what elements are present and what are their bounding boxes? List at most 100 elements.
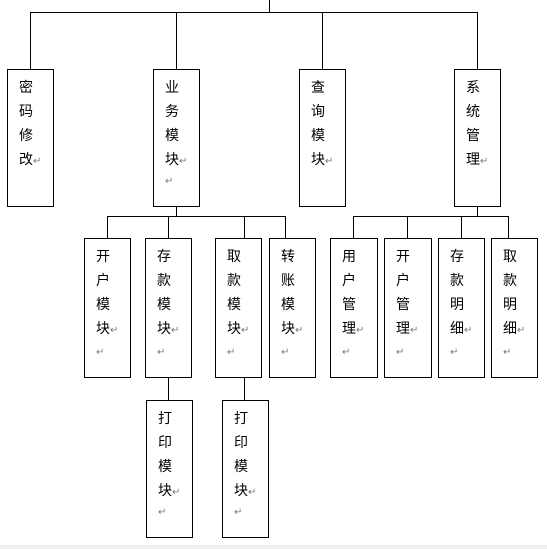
node-open-account-char-1: 开	[96, 249, 110, 265]
node-system-char-4: 理↵	[466, 152, 489, 168]
paragraph-mark: ↵	[179, 156, 188, 167]
paragraph-mark: ↵	[281, 347, 290, 358]
paragraph-mark: ↵	[480, 156, 489, 167]
connector-user-mgmt-drop	[353, 216, 354, 238]
node-print-deposit-char-2: 印	[158, 435, 172, 451]
node-user-mgmt-char-3: 管	[342, 297, 356, 313]
connector-transfer-drop	[285, 216, 286, 238]
node-system: 系 统 管 理↵	[454, 69, 501, 207]
node-query-char-3: 模	[311, 128, 325, 144]
node-system-char-1: 系	[466, 80, 480, 96]
node-print-withdraw: 打 印 模 块↵ ↵	[222, 400, 269, 538]
connector-root-bar	[30, 12, 478, 13]
node-withdraw-detail-char-3: 明	[503, 297, 517, 313]
node-print-withdraw-char-1: 打	[234, 411, 248, 427]
node-withdraw-detail-char-2: 款	[503, 273, 517, 289]
connector-withdraw-drop	[244, 216, 245, 238]
connector-system-bar	[353, 216, 508, 217]
connector-print-deposit-drop	[168, 377, 169, 400]
paragraph-mark: ↵	[33, 156, 42, 167]
node-password-char-3: 修	[19, 128, 33, 144]
node-user-mgmt-char-4: 理↵	[342, 321, 365, 337]
connector-root-stem	[269, 0, 270, 12]
node-system-char-2: 统	[466, 104, 480, 120]
connector-deposit-drop	[168, 216, 169, 238]
node-deposit-detail-char-1: 存	[450, 249, 464, 265]
node-transfer-char-2: 账	[281, 273, 295, 289]
node-deposit-char-1: 存	[157, 249, 171, 265]
node-print-withdraw-char-4: 块↵	[234, 483, 257, 499]
node-withdraw-char-2: 款	[227, 273, 241, 289]
paragraph-mark: ↵	[110, 325, 119, 336]
node-query: 查 询 模 块↵	[299, 69, 346, 207]
paragraph-mark: ↵	[410, 325, 419, 336]
node-query-char-2: 询	[311, 104, 325, 120]
node-print-deposit: 打 印 模 块↵ ↵	[146, 400, 193, 538]
node-print-withdraw-char-3: 模	[234, 459, 248, 475]
paragraph-mark: ↵	[157, 347, 166, 358]
node-business-char-3: 模	[165, 128, 179, 144]
paragraph-mark: ↵	[158, 507, 167, 518]
node-open-account-mgmt: 开 户 管 理↵ ↵	[384, 238, 432, 378]
paragraph-mark: ↵	[464, 325, 473, 336]
node-deposit-detail-char-3: 明	[450, 297, 464, 313]
node-withdraw: 取 款 模 块↵ ↵	[215, 238, 262, 378]
node-deposit-char-2: 款	[157, 273, 171, 289]
page-bottom-edge	[0, 545, 547, 549]
node-print-deposit-char-1: 打	[158, 411, 172, 427]
node-withdraw-char-3: 模	[227, 297, 241, 313]
node-open-account-char-3: 模	[96, 297, 110, 313]
connector-withdraw-detail-drop	[508, 216, 509, 238]
node-business: 业 务 模 块↵ ↵	[153, 69, 200, 207]
connector-deposit-detail-drop	[461, 216, 462, 238]
node-print-deposit-char-4: 块↵	[158, 483, 181, 499]
node-user-mgmt-char-1: 用	[342, 249, 356, 265]
paragraph-mark: ↵	[171, 325, 180, 336]
node-business-char-1: 业	[165, 80, 179, 96]
node-withdraw-char-4: 块↵	[227, 321, 250, 337]
paragraph-mark: ↵	[241, 325, 250, 336]
node-business-char-2: 务	[165, 104, 179, 120]
paragraph-mark: ↵	[396, 347, 405, 358]
node-open-account-mgmt-char-3: 管	[396, 297, 410, 313]
paragraph-mark: ↵	[96, 347, 105, 358]
node-password-char-4: 改↵	[19, 152, 42, 168]
connector-query-drop	[322, 12, 323, 69]
node-transfer-char-3: 模	[281, 297, 295, 313]
node-open-account-char-2: 户	[96, 273, 110, 289]
paragraph-mark: ↵	[227, 347, 236, 358]
node-deposit-char-4: 块↵	[157, 321, 180, 337]
paragraph-mark: ↵	[517, 325, 526, 336]
connector-open-account-mgmt-drop	[407, 216, 408, 238]
node-deposit-detail-char-4: 细↵	[450, 321, 473, 337]
node-withdraw-detail: 取 款 明 细↵ ↵	[491, 238, 538, 378]
connector-business-stem	[176, 206, 177, 217]
paragraph-mark: ↵	[503, 347, 512, 358]
node-deposit-char-3: 模	[157, 297, 171, 313]
node-print-withdraw-char-2: 印	[234, 435, 248, 451]
connector-open-account-drop	[107, 216, 108, 238]
node-transfer-char-4: 块↵	[281, 321, 304, 337]
node-password: 密 码 修 改↵	[7, 69, 54, 207]
connector-password-drop	[30, 12, 31, 69]
connector-system-stem	[477, 206, 478, 217]
node-transfer-char-1: 转	[281, 249, 295, 265]
node-system-char-3: 管	[466, 128, 480, 144]
node-print-deposit-char-3: 模	[158, 459, 172, 475]
node-query-char-4: 块↵	[311, 152, 334, 168]
node-transfer: 转 账 模 块↵ ↵	[269, 238, 316, 378]
connector-system-drop	[477, 12, 478, 69]
node-user-mgmt-char-2: 户	[342, 273, 356, 289]
connector-business-bar	[107, 216, 285, 217]
paragraph-mark: ↵	[342, 347, 351, 358]
paragraph-mark: ↵	[356, 325, 365, 336]
node-deposit: 存 款 模 块↵ ↵	[145, 238, 192, 378]
paragraph-mark: ↵	[450, 347, 459, 358]
node-open-account-char-4: 块↵	[96, 321, 119, 337]
node-business-char-4: 块↵	[165, 152, 188, 168]
node-deposit-detail: 存 款 明 细↵ ↵	[438, 238, 485, 378]
node-deposit-detail-char-2: 款	[450, 273, 464, 289]
node-query-char-1: 查	[311, 80, 325, 96]
paragraph-mark: ↵	[248, 487, 257, 498]
